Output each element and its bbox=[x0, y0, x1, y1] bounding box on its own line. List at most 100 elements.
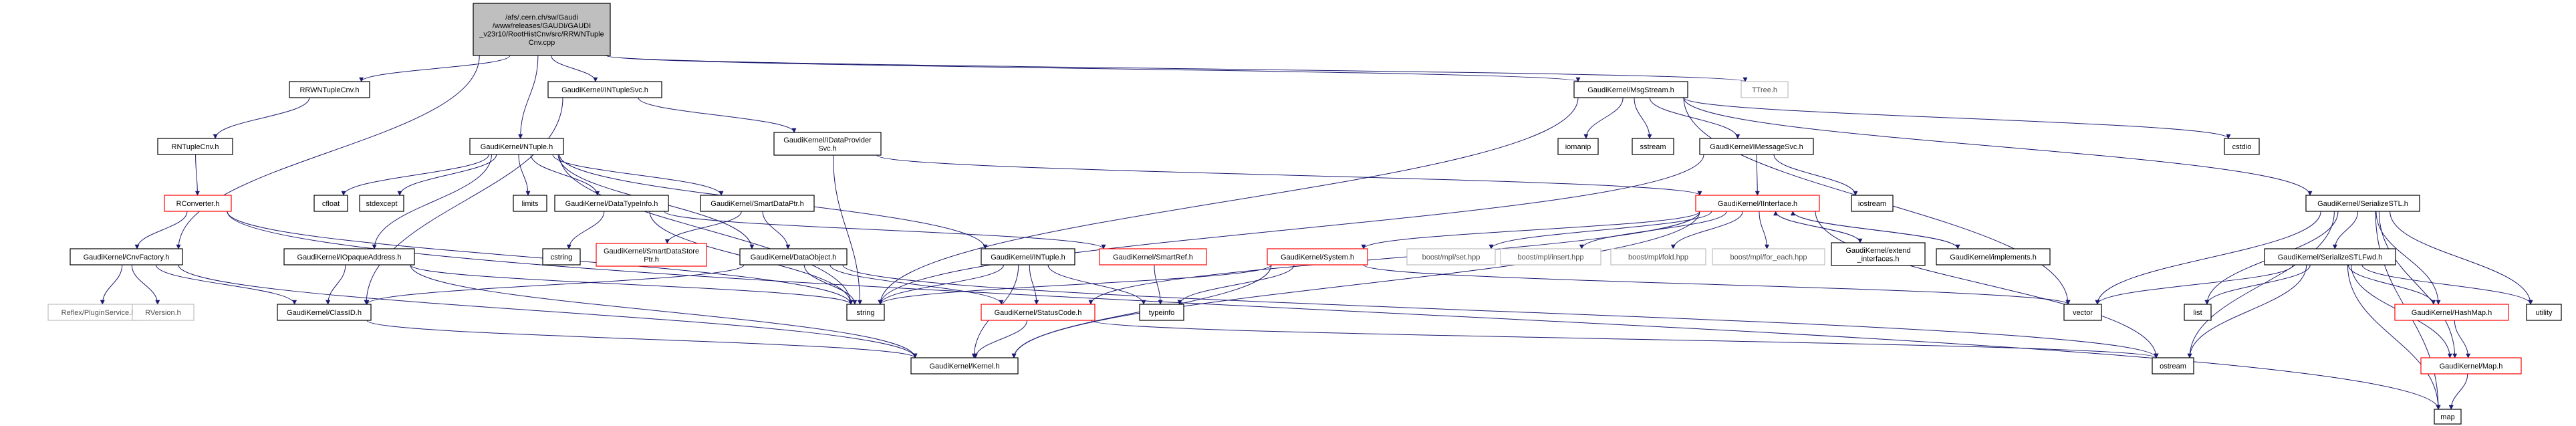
edge-iinterface-to-statuscode bbox=[1088, 211, 1700, 305]
node-cfloat[interactable]: cfloat bbox=[313, 195, 348, 212]
node-label: map bbox=[2440, 413, 2454, 421]
node-map_h[interactable]: GaudiKernel/Map.h bbox=[2420, 357, 2522, 375]
edge-serializestlfwd-to-vector bbox=[2095, 264, 2293, 305]
node-map[interactable]: map bbox=[2434, 409, 2462, 425]
node-hashmap[interactable]: GaudiKernel/HashMap.h bbox=[2394, 304, 2509, 321]
edge-ntuple-to-iopaque bbox=[372, 154, 492, 249]
edge-rconverter-to-map bbox=[227, 211, 2441, 410]
node-intuple[interactable]: GaudiKernel/INTuple.h bbox=[981, 248, 1075, 265]
node-typeinfo[interactable]: typeinfo bbox=[1139, 304, 1184, 321]
node-label: GaudiKernel/ClassID.h bbox=[287, 309, 362, 317]
node-limits[interactable]: limits bbox=[513, 195, 547, 212]
node-box bbox=[283, 248, 415, 265]
node-box bbox=[469, 138, 564, 155]
node-box bbox=[1851, 195, 1894, 212]
node-iostream[interactable]: iostream bbox=[1851, 195, 1894, 212]
edge-serializestlfwd-to-list bbox=[2204, 264, 2311, 305]
node-iinterface[interactable]: GaudiKernel/IInterface.h bbox=[1695, 195, 1820, 212]
node-rversion[interactable]: RVersion.h bbox=[132, 304, 195, 321]
node-msgstream[interactable]: GaudiKernel/MsgStream.h bbox=[1573, 81, 1688, 98]
node-label: GaudiKernel/INTuple.h bbox=[991, 253, 1065, 261]
edge-msgstream-to-sstream bbox=[1634, 97, 1652, 139]
edge-datatypeinfo-to-smartref bbox=[664, 211, 1106, 249]
node-ntuple[interactable]: GaudiKernel/NTuple.h bbox=[469, 138, 564, 155]
node-mplfold[interactable]: boost/mpl/fold.hpp bbox=[1610, 248, 1706, 265]
node-cstring[interactable]: cstring bbox=[542, 248, 581, 265]
node-ttree[interactable]: TTree.h bbox=[1741, 81, 1789, 98]
node-box bbox=[1099, 248, 1207, 265]
node-extendinterfaces[interactable]: GaudiKernel/extend_interfaces.h bbox=[1831, 242, 1926, 266]
node-datatypeinfo[interactable]: GaudiKernel/DataTypeInfo.h bbox=[554, 195, 669, 212]
node-label: GaudiKernel/NTuple.h bbox=[481, 143, 553, 151]
node-ostream[interactable]: ostream bbox=[2152, 357, 2194, 375]
node-mplinsert[interactable]: boost/mpl/insert.hpp bbox=[1500, 248, 1601, 265]
node-label: cstdio bbox=[2232, 143, 2252, 151]
node-box bbox=[910, 357, 1019, 375]
edge-serializestl-to-vector bbox=[2095, 211, 2321, 305]
node-utility[interactable]: utility bbox=[2526, 304, 2562, 321]
edge-smartdataptr-to-smartdatastoreptr bbox=[664, 211, 742, 244]
node-reflex[interactable]: Reflex/PluginService.h bbox=[47, 304, 149, 321]
edge-intuplesvc-to-idataprovider bbox=[638, 97, 797, 133]
node-label: cstring bbox=[551, 253, 572, 261]
node-box bbox=[2394, 304, 2509, 321]
node-intuplesvc[interactable]: GaudiKernel/INTupleSvc.h bbox=[547, 81, 662, 98]
edge-idataprovider-to-string bbox=[833, 154, 862, 305]
node-mplforeach[interactable]: boost/mpl/for_each.hpp bbox=[1712, 248, 1825, 265]
node-classid[interactable]: GaudiKernel/ClassID.h bbox=[277, 304, 372, 321]
node-rconverter[interactable]: RConverter.h bbox=[164, 195, 232, 212]
node-box bbox=[70, 248, 183, 265]
node-label: limits bbox=[521, 200, 539, 208]
node-smartdataptr[interactable]: GaudiKernel/SmartDataPtr.h bbox=[700, 195, 815, 212]
node-box bbox=[359, 195, 404, 212]
node-mplset[interactable]: boost/mpl/set.hpp bbox=[1406, 248, 1496, 265]
edge-iopaque-to-kernel bbox=[410, 264, 918, 358]
node-label: boost/mpl/insert.hpp bbox=[1517, 253, 1583, 261]
node-system[interactable]: GaudiKernel/System.h bbox=[1267, 248, 1368, 265]
node-serializestlfwd[interactable]: GaudiKernel/SerializeSTLFwd.h bbox=[2264, 248, 2396, 265]
node-rntuplecnv[interactable]: RNTupleCnv.h bbox=[157, 138, 233, 155]
node-label: GaudiKernel/SmartDataPtr.h bbox=[711, 200, 803, 208]
edge-statuscode-to-kernel bbox=[973, 320, 1027, 358]
edge-msgstream-to-serializestl bbox=[1683, 97, 2313, 196]
node-label: Svc.h bbox=[818, 144, 837, 152]
node-label: list bbox=[2193, 309, 2202, 317]
node-box bbox=[700, 195, 815, 212]
node-cnvfactory[interactable]: GaudiKernel/CnvFactory.h bbox=[70, 248, 183, 265]
edge-intuple-to-string bbox=[878, 264, 1005, 305]
edge-serializestl-to-map_h bbox=[2378, 211, 2458, 358]
node-smartref[interactable]: GaudiKernel/SmartRef.h bbox=[1099, 248, 1207, 265]
node-box bbox=[164, 195, 232, 212]
node-stdexcept[interactable]: stdexcept bbox=[359, 195, 404, 212]
node-label: RConverter.h bbox=[176, 200, 220, 208]
node-box bbox=[289, 81, 370, 98]
node-list[interactable]: list bbox=[2184, 304, 2212, 321]
node-serializestl[interactable]: GaudiKernel/SerializeSTL.h bbox=[2305, 195, 2420, 212]
edge-rconverter-to-string bbox=[227, 211, 854, 305]
node-box bbox=[1831, 242, 1926, 266]
node-label: GaudiKernel/Map.h bbox=[2440, 362, 2503, 370]
node-dataobject[interactable]: GaudiKernel/DataObject.h bbox=[739, 248, 848, 265]
node-sstream[interactable]: sstream bbox=[1632, 138, 1674, 155]
edge-intuple-to-statuscode bbox=[1029, 264, 1039, 305]
node-box bbox=[542, 248, 581, 265]
node-statuscode[interactable]: GaudiKernel/StatusCode.h bbox=[981, 304, 1096, 321]
node-cstdio[interactable]: cstdio bbox=[2224, 138, 2260, 155]
edge-ntuple-to-datatypeinfo bbox=[530, 154, 600, 196]
node-imessagesvc[interactable]: GaudiKernel/IMessageSvc.h bbox=[1699, 138, 1814, 155]
node-implements[interactable]: GaudiKernel/implements.h bbox=[1936, 248, 2051, 265]
node-box bbox=[1632, 138, 1674, 155]
node-iomanip[interactable]: iomanip bbox=[1557, 138, 1599, 155]
node-label: Reflex/PluginService.h bbox=[61, 309, 136, 317]
node-label: /afs/.cern.ch/sw/Gaudi bbox=[505, 13, 578, 21]
node-kernel[interactable]: GaudiKernel/Kernel.h bbox=[910, 357, 1019, 375]
node-label: GaudiKernel/SmartRef.h bbox=[1113, 253, 1193, 261]
edge-serializestlfwd-to-map bbox=[2347, 264, 2441, 410]
node-iopaque[interactable]: GaudiKernel/IOpaqueAddress.h bbox=[283, 248, 415, 265]
node-rrwntuplecnv[interactable]: RRWNTupleCnv.h bbox=[289, 81, 370, 98]
node-vector[interactable]: vector bbox=[2063, 304, 2102, 321]
node-root[interactable]: /afs/.cern.ch/sw/Gaudi/www/releases/GAUD… bbox=[473, 3, 611, 56]
node-string[interactable]: string bbox=[846, 304, 885, 321]
